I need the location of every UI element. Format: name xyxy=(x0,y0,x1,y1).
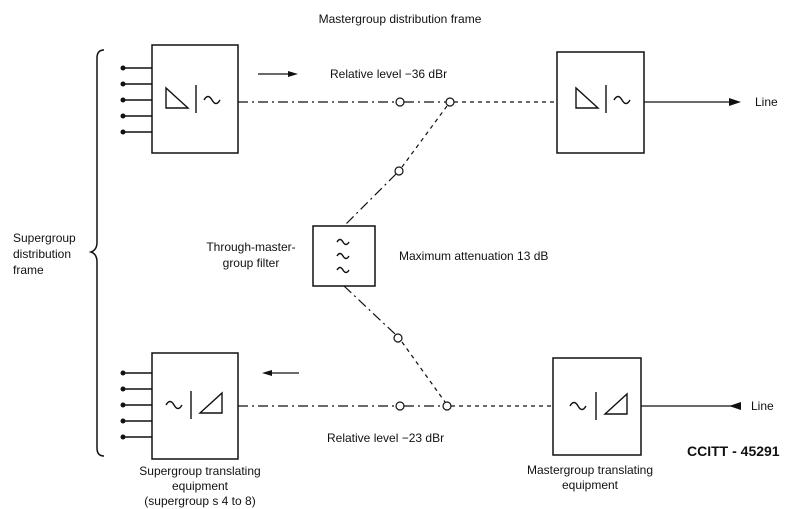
line-arrow-out-icon xyxy=(729,98,741,106)
line-arrow-in-icon xyxy=(729,402,741,410)
ccitt-reference: CCITT - 45291 xyxy=(687,443,780,459)
demodulator-icon-bottom-left xyxy=(165,391,223,419)
junction-bottom-1 xyxy=(395,401,405,411)
diag-lower-dashed xyxy=(401,341,446,403)
junction-top-2 xyxy=(445,97,455,107)
bottom-right-translating-block xyxy=(552,357,642,456)
direction-arrow-bottom xyxy=(262,370,299,376)
direction-arrow-top xyxy=(258,71,298,77)
input-terminal-dots xyxy=(120,65,126,440)
top-left-input-lines xyxy=(123,67,152,133)
sg-equipment-label-line3: (supergroup s 4 to 8) xyxy=(144,494,256,508)
relative-level-top-label: Relative level −36 dBr xyxy=(330,67,448,81)
bottom-left-translating-block xyxy=(151,352,239,460)
filter-label-line1: Through-master- xyxy=(206,240,296,254)
sg-equipment-label-line2: equipment xyxy=(171,479,229,493)
bottom-left-input-lines xyxy=(123,372,152,438)
diag-upper-dashdot xyxy=(343,173,397,227)
supergroup-frame-label-line1: Supergroup xyxy=(13,231,76,245)
demodulator-icon-bottom-right xyxy=(569,392,628,420)
filter-label-line2: group filter xyxy=(222,256,280,270)
sg-equipment-label-line1: Supergroup translating xyxy=(139,464,261,478)
diag-upper-dashed xyxy=(401,105,448,168)
line-label-top: Line xyxy=(755,95,778,109)
max-attenuation-label: Maximum attenuation 13 dB xyxy=(399,249,549,263)
junction-upper-diag xyxy=(394,166,404,176)
mg-equipment-label-line1: Mastergroup translating xyxy=(526,463,654,477)
supergroup-frame-brace xyxy=(88,49,105,457)
filter-icon xyxy=(336,238,350,274)
supergroup-frame-label-line3: frame xyxy=(13,263,44,277)
relative-level-bottom-label: Relative level −23 dBr xyxy=(327,431,445,445)
junction-lower-diag xyxy=(393,333,403,343)
modulator-icon-top-right xyxy=(575,85,631,113)
top-left-translating-block xyxy=(151,44,239,154)
diagram-title: Mastergroup distribution frame xyxy=(318,12,482,26)
junction-bottom-2 xyxy=(442,401,452,411)
through-mastergroup-filter-block xyxy=(312,225,376,287)
modulator-icon-top-left xyxy=(165,85,221,113)
junction-points xyxy=(393,97,455,411)
mg-equipment-label-line2: equipment xyxy=(561,478,619,492)
junction-top-1 xyxy=(395,97,405,107)
supergroup-frame-label-line2: distribution xyxy=(13,247,72,261)
line-label-bottom: Line xyxy=(751,399,774,413)
top-right-translating-block xyxy=(556,51,645,154)
diag-lower-dashdot xyxy=(343,285,396,335)
